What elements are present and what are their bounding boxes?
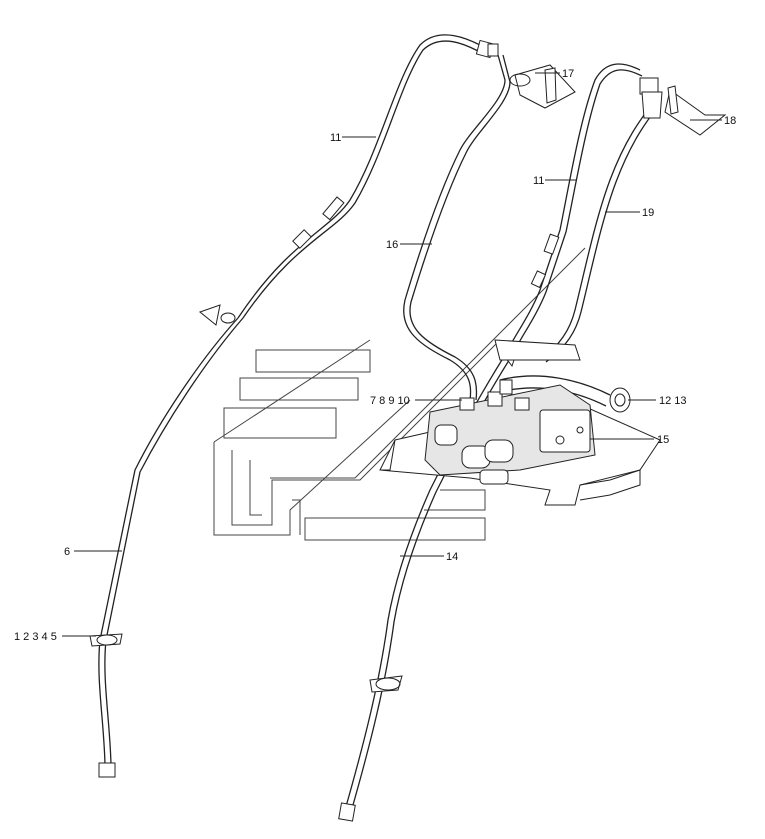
callout-15: 15 — [657, 434, 669, 446]
pipe-19 — [539, 77, 663, 363]
callout-16: 16 — [386, 239, 398, 251]
callout-19: 19 — [642, 207, 654, 219]
bracket-18 — [664, 85, 727, 136]
callout-14: 14 — [446, 551, 458, 563]
callout-12-13: 12 13 — [659, 395, 687, 407]
pipe-11-right — [504, 63, 643, 358]
pipe-6 — [98, 304, 244, 778]
callout-1-2-3-4-5: 1 2 3 4 5 — [14, 631, 57, 643]
pipe-11-left — [237, 34, 499, 319]
valve-block-15 — [379, 339, 661, 506]
callout-7-8-9-10: 7 8 9 10 — [370, 395, 410, 407]
callout-6: 6 — [64, 546, 70, 558]
callout-11-left: 11 — [330, 132, 341, 144]
callout-17: 17 — [562, 68, 574, 80]
callout-11-right: 11 — [533, 175, 544, 187]
background-chevron-outline — [213, 247, 586, 541]
pipe-16 — [403, 54, 511, 401]
bracket-17 — [509, 64, 576, 109]
leader-lines — [62, 72, 722, 637]
clamp-1-5 — [89, 633, 123, 647]
callout-18: 18 — [724, 115, 736, 127]
callout-labels: 11 17 18 11 19 16 7 8 9 10 12 13 15 14 6… — [14, 68, 736, 643]
